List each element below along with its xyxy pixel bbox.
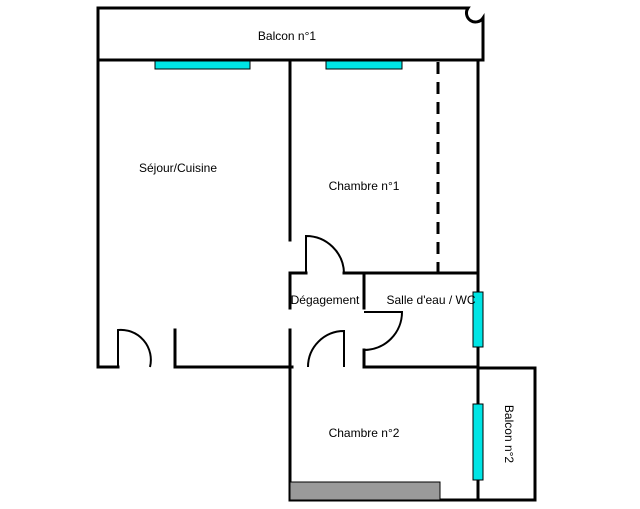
label-chambre-2: Chambre n°2 [329, 426, 400, 440]
balcon-1-area [96, 6, 485, 62]
label-balcon-1: Balcon n°1 [258, 29, 316, 43]
door-entry [117, 328, 152, 368]
label-salle-eau: Salle d'eau / WC [387, 293, 476, 307]
window-chambre-1 [325, 60, 403, 70]
interior-walls [173, 58, 480, 369]
balcon-2-area [476, 366, 537, 502]
window-chambre-2 [472, 403, 484, 481]
door-chambre-1 [305, 234, 345, 274]
window-sejour [154, 60, 251, 70]
window-salle-eau [472, 291, 484, 348]
storage-cabinet [289, 481, 441, 501]
label-degagement: Dégagement [291, 293, 360, 307]
label-chambre-1: Chambre n°1 [329, 179, 400, 193]
label-balcon-2: Balcon n°2 [502, 405, 516, 463]
exterior-walls [96, 58, 480, 369]
door-salle-eau [363, 311, 404, 351]
door-chambre-2 [307, 329, 345, 368]
label-sejour: Séjour/Cuisine [139, 161, 217, 175]
